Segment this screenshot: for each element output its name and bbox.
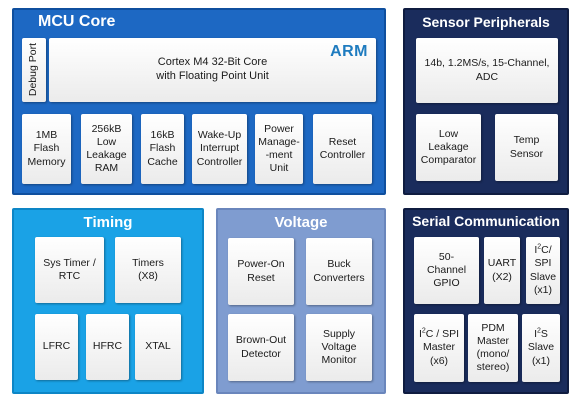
uart-block: UART (X2): [484, 237, 520, 304]
timers-label: Timers (X8): [132, 256, 164, 282]
sys-timer-block: Sys Timer / RTC: [35, 237, 104, 303]
adc-label: 14b, 1.2MS/s, 15-Channel, ADC: [424, 57, 550, 83]
lfrc-block: LFRC: [35, 314, 78, 380]
reset-controller-block: Reset Controller: [313, 114, 372, 184]
i2c-spi-slave-block: I2C/ SPI Slave (x1): [526, 237, 560, 304]
serial-communication-panel: Serial Communication 50- Channel GPIO UA…: [403, 208, 569, 394]
flash-cache-block: 16kB Flash Cache: [141, 114, 184, 184]
wakeup-interrupt-block: Wake-Up Interrupt Controller: [192, 114, 247, 184]
debug-port-block: Debug Port: [22, 38, 46, 102]
hfrc-block: HFRC: [86, 314, 129, 380]
flash-memory-block: 1MB Flash Memory: [22, 114, 71, 184]
adc-block: 14b, 1.2MS/s, 15-Channel, ADC: [416, 38, 558, 103]
temp-sensor-label: Temp Sensor: [509, 134, 544, 160]
serial-communication-title: Serial Communication: [412, 213, 560, 229]
leakage-ram-block: 256kB Low Leakage RAM: [81, 114, 132, 184]
flash-cache-label: 16kB Flash Cache: [147, 129, 178, 168]
buck-converters-label: Buck Converters: [313, 258, 365, 284]
i2c-spi-slave-label: I2C/ SPI Slave (x1): [529, 243, 557, 296]
cortex-core-label: Cortex M4 32-Bit Core with Floating Poin…: [156, 56, 269, 82]
timing-title: Timing: [83, 214, 133, 231]
voltage-title: Voltage: [274, 214, 328, 231]
i2s-slave-label: I2S Slave (x1): [527, 327, 555, 367]
supply-voltage-monitor-label: Supply Voltage Monitor: [321, 327, 357, 367]
timing-panel: Timing Sys Timer / RTC Timers (X8) LFRC …: [12, 208, 204, 394]
arm-logo: ARM: [330, 43, 368, 60]
sensor-peripherals-title: Sensor Peripherals: [422, 14, 550, 30]
comparator-label: Low Leakage Comparator: [420, 127, 477, 167]
power-management-label: Power Manage- -ment Unit: [258, 122, 300, 175]
pdm-master-label: PDM Master (mono/ stereo): [476, 321, 510, 374]
gpio-label: 50- Channel GPIO: [426, 250, 467, 290]
leakage-ram-label: 256kB Low Leakage RAM: [86, 122, 127, 175]
sys-timer-label: Sys Timer / RTC: [43, 256, 96, 282]
i2s-slave-block: I2S Slave (x1): [522, 314, 560, 382]
temp-sensor-block: Temp Sensor: [495, 114, 558, 181]
power-on-reset-block: Power-On Reset: [228, 238, 294, 305]
mcu-core-title: MCU Core: [38, 13, 116, 30]
debug-port-label: Debug Port: [27, 43, 40, 97]
i2c-spi-master-label: I2C / SPI Master (x6): [418, 327, 460, 367]
power-management-block: Power Manage- -ment Unit: [255, 114, 303, 184]
power-on-reset-label: Power-On Reset: [237, 258, 285, 284]
lfrc-label: LFRC: [42, 340, 71, 353]
cortex-core-block: Cortex M4 32-Bit Core with Floating Poin…: [49, 38, 376, 102]
mcu-core-panel: MCU Core Debug Port Cortex M4 32-Bit Cor…: [12, 8, 386, 195]
buck-converters-block: Buck Converters: [306, 238, 372, 305]
flash-memory-label: 1MB Flash Memory: [27, 129, 66, 168]
brown-out-detector-block: Brown-Out Detector: [228, 314, 294, 381]
voltage-panel: Voltage Power-On Reset Buck Converters B…: [216, 208, 386, 394]
reset-controller-label: Reset Controller: [319, 135, 366, 161]
sensor-peripherals-panel: Sensor Peripherals 14b, 1.2MS/s, 15-Chan…: [403, 8, 569, 195]
hfrc-label: HFRC: [92, 340, 123, 353]
brown-out-detector-label: Brown-Out Detector: [235, 334, 287, 360]
xtal-block: XTAL: [135, 314, 181, 380]
xtal-label: XTAL: [145, 340, 171, 353]
timers-block: Timers (X8): [115, 237, 181, 303]
comparator-block: Low Leakage Comparator: [416, 114, 481, 181]
supply-voltage-monitor-block: Supply Voltage Monitor: [306, 314, 372, 381]
gpio-block: 50- Channel GPIO: [414, 237, 479, 304]
i2c-spi-master-block: I2C / SPI Master (x6): [414, 314, 464, 382]
uart-label: UART (X2): [487, 257, 517, 283]
wakeup-interrupt-label: Wake-Up Interrupt Controller: [196, 129, 243, 168]
pdm-master-block: PDM Master (mono/ stereo): [468, 314, 518, 382]
